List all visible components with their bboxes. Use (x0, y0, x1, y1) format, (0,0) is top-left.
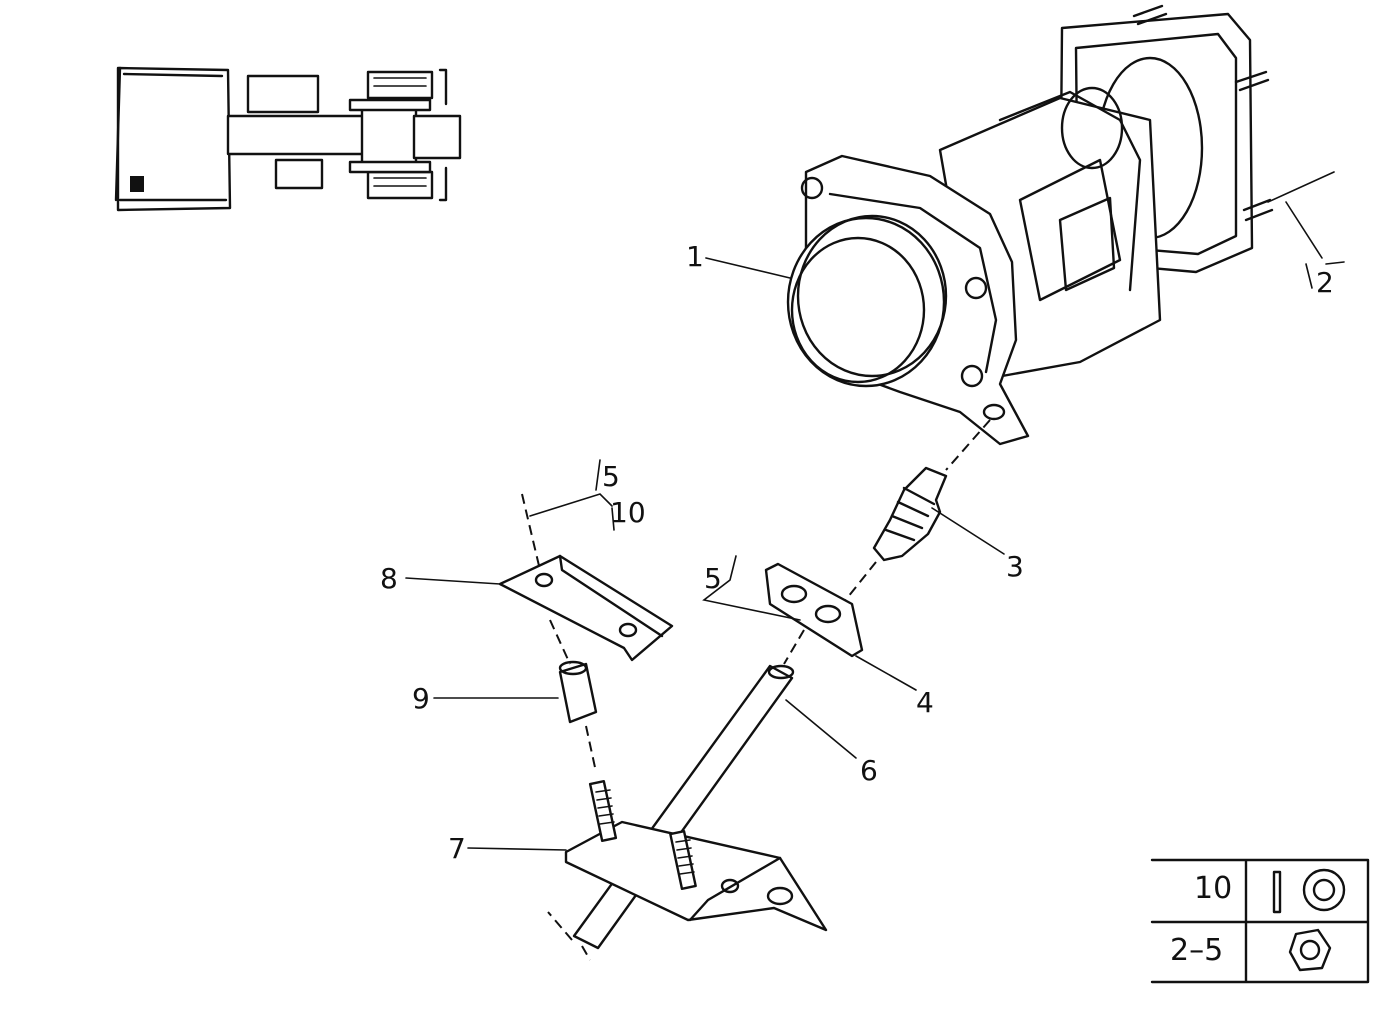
leader-lines (405, 171, 1345, 851)
callout-1: 1 (686, 240, 704, 273)
legend-row2-label: 2–5 (1170, 933, 1223, 968)
callout-4: 4 (916, 686, 934, 719)
callout-9: 9 (412, 682, 430, 715)
machine-overview (114, 66, 462, 212)
part-8-bracket (498, 554, 674, 665)
hardware-legend-table: 10 2–5 (1150, 858, 1370, 984)
callout-labels: 1 2 3 4 5 5 6 7 8 9 10 (380, 240, 1334, 865)
callout-5-upper: 5 (602, 460, 620, 493)
legend-row1-label: 10 (1194, 871, 1232, 906)
part-10-pin (521, 493, 541, 571)
callout-6: 6 (860, 754, 878, 787)
part-1-motor-assembly (786, 4, 1274, 446)
hex-nut-icon (1288, 928, 1332, 972)
part-3-fitting (843, 419, 991, 603)
pin-icon (1272, 870, 1282, 914)
callout-3: 3 (1006, 550, 1024, 583)
callout-5-lower: 5 (704, 562, 722, 595)
part-4-bracket (764, 562, 864, 658)
callout-8: 8 (380, 562, 398, 595)
callout-2: 2 (1316, 266, 1334, 299)
part-7-mount-bracket (564, 779, 828, 932)
part-9-spacer (558, 660, 598, 773)
callout-7: 7 (448, 832, 466, 865)
callout-10: 10 (610, 496, 646, 529)
washer-icon (1302, 868, 1346, 912)
